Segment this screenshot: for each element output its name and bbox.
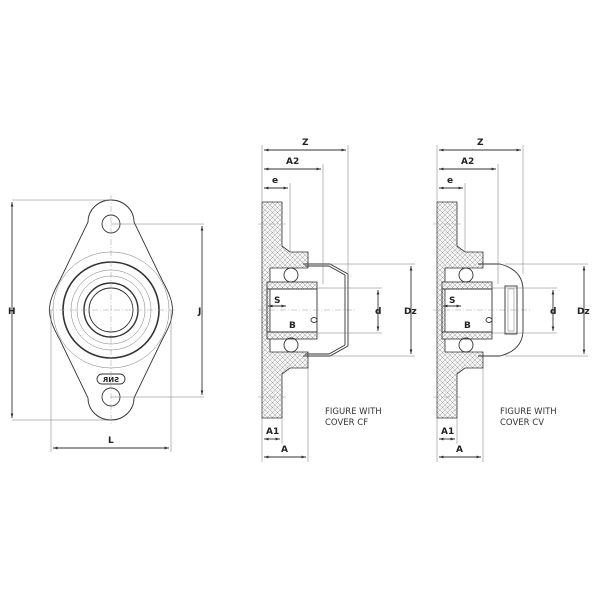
- caption-line-1: FIGURE WITH: [325, 407, 382, 417]
- dim-L: L: [108, 436, 114, 446]
- dim-a1: A1: [266, 427, 279, 437]
- dim-z: Z: [302, 138, 309, 148]
- dim-e: e: [272, 176, 278, 186]
- dim-a: A: [281, 445, 288, 455]
- seal: [504, 285, 518, 335]
- dim-d: d: [550, 307, 556, 317]
- inner-ring-top: [441, 281, 493, 290]
- inner-ring-top: [266, 281, 318, 290]
- dim-s: S: [274, 296, 280, 306]
- dim-dz: Dz: [577, 307, 590, 317]
- dim-e: e: [447, 176, 453, 186]
- ball-bottom: [283, 337, 299, 353]
- ball-bottom: [458, 337, 474, 353]
- ball-top: [458, 267, 474, 283]
- dim-a2: A2: [286, 157, 299, 167]
- housing-section: [261, 201, 309, 419]
- dim-b: B: [289, 321, 296, 331]
- dim-a: A: [456, 445, 463, 455]
- cover-cf: [303, 263, 349, 357]
- dim-dz: Dz: [404, 307, 417, 317]
- caption-line-2: COVER CV: [500, 418, 544, 428]
- dim-H: H: [8, 307, 16, 317]
- caption-line-2: COVER CF: [325, 418, 368, 428]
- housing-section: [436, 201, 484, 419]
- dim-z: Z: [477, 138, 484, 148]
- cover-cv: [478, 263, 524, 357]
- dim-J: J: [197, 307, 201, 317]
- logo-text: SNR: [102, 376, 119, 384]
- dim-a2: A2: [461, 157, 474, 167]
- front-view: SNR H J L: [8, 195, 204, 452]
- dim-b: B: [464, 321, 471, 331]
- ball-top: [283, 267, 299, 283]
- dim-d: d: [375, 307, 381, 317]
- dim-s: S: [449, 296, 455, 306]
- dim-a1: A1: [441, 427, 454, 437]
- caption-line-1: FIGURE WITH: [500, 407, 557, 417]
